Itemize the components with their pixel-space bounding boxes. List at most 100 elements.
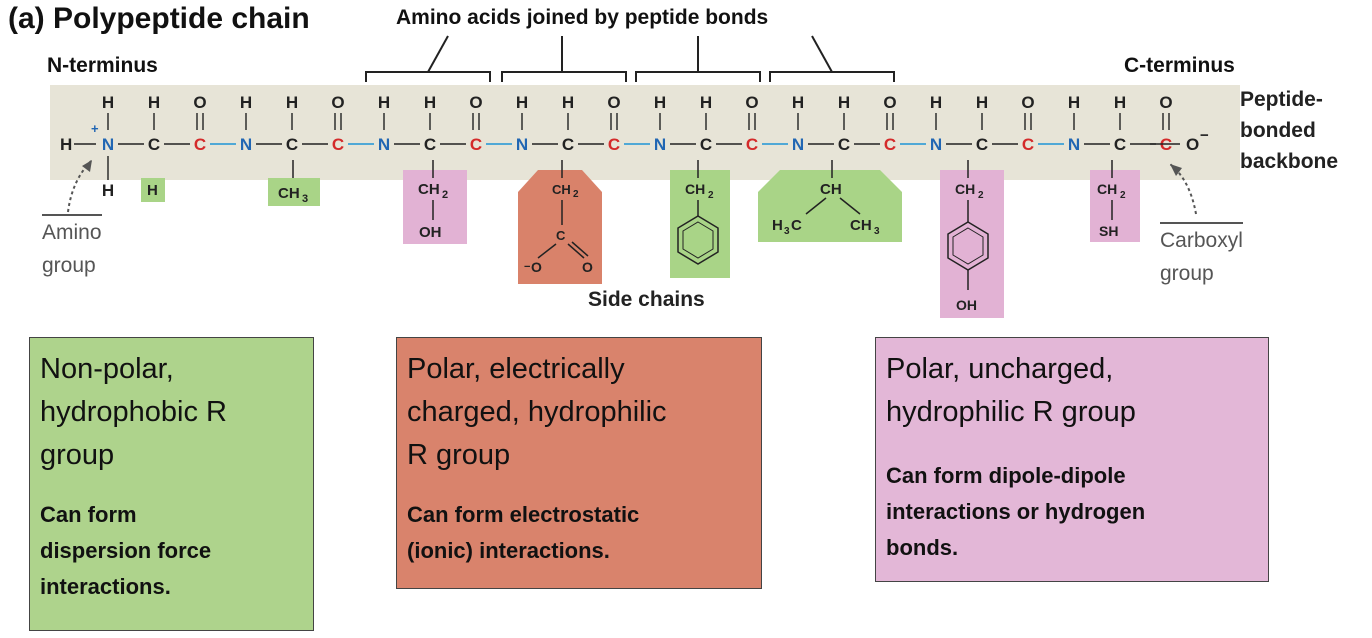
asp-bond-5 bbox=[571, 241, 589, 257]
val-ch3: CH bbox=[850, 217, 872, 234]
res-6-c: C bbox=[884, 135, 896, 154]
val-h3c-c: C bbox=[791, 217, 802, 234]
polar-title-line-1: Polar, uncharged, bbox=[886, 353, 1114, 385]
phe-ring-inner bbox=[682, 221, 714, 259]
c-terminal-minus: − bbox=[1200, 127, 1209, 144]
n-terminal-h: H bbox=[60, 135, 72, 154]
charged-box-title: Polar, electrically charged, hydrophilic… bbox=[407, 348, 751, 477]
charged-title-line-3: R group bbox=[407, 439, 511, 471]
cys-sidechain-bg bbox=[1090, 170, 1140, 242]
tyr-ch: CH bbox=[955, 181, 975, 197]
ser-ch: CH bbox=[418, 181, 440, 198]
res-8-n-h-top: H bbox=[1068, 93, 1080, 112]
bracket-1 bbox=[365, 71, 491, 82]
res-5-ca-h: H bbox=[700, 93, 712, 112]
res-7-c: C bbox=[1022, 135, 1034, 154]
polar-desc-line-2: interactions or hydrogen bbox=[886, 499, 1146, 524]
amino-group-label: Amino group bbox=[42, 214, 102, 282]
backbone-label: Peptide- bonded backbone bbox=[1240, 84, 1338, 177]
cys-ch: CH bbox=[1097, 181, 1117, 197]
charged-title-line-2: charged, hydrophilic bbox=[407, 396, 667, 428]
backbone-label-line-3: backbone bbox=[1240, 150, 1339, 173]
res-8-ca: C bbox=[1114, 135, 1126, 154]
polar-desc-line-1: Can form dipole-dipole bbox=[886, 463, 1126, 488]
nonpolar-title-line-3: group bbox=[40, 439, 115, 471]
residue-brackets bbox=[365, 35, 895, 82]
res-6-n: N bbox=[792, 135, 804, 154]
phe-sub2: 2 bbox=[708, 190, 714, 201]
charged-desc-line-1: Can form electrostatic bbox=[407, 502, 640, 527]
res-4-n: N bbox=[516, 135, 528, 154]
res-7-n: N bbox=[930, 135, 942, 154]
nonpolar-title-line-1: Non-polar, bbox=[40, 353, 174, 385]
ala-sub3: 3 bbox=[302, 193, 308, 205]
nonpolar-desc-line-2: dispersion force bbox=[40, 538, 212, 563]
gly-sidechain-bg bbox=[141, 178, 165, 202]
nonpolar-box-desc: Can form dispersion force interactions. bbox=[40, 497, 303, 605]
res-8-ca-h: H bbox=[1114, 93, 1126, 112]
n-terminal-plus: + bbox=[91, 121, 99, 136]
carboxyl-group-arrow bbox=[1169, 163, 1197, 215]
res-3-ca: C bbox=[424, 135, 436, 154]
backbone-label-line-1: Peptide- bbox=[1240, 88, 1323, 111]
res-5-o: O bbox=[745, 93, 758, 112]
figure-title: (a) Polypeptide chain bbox=[8, 2, 310, 35]
res-3-ca-h: H bbox=[424, 93, 436, 112]
phe-ring bbox=[677, 215, 719, 265]
carboxyl-group-label: Carboxyl group bbox=[1160, 222, 1243, 290]
val-h3c-sub: 3 bbox=[784, 226, 790, 237]
val-bond-2 bbox=[805, 197, 827, 215]
res-4-ca-h: H bbox=[562, 93, 574, 112]
res-4-n-h-top: H bbox=[516, 93, 528, 112]
n-terminal-group: H + bbox=[60, 121, 99, 154]
carboxyl-group-line-1: Carboxyl bbox=[1160, 222, 1243, 257]
cys-sub2: 2 bbox=[1120, 190, 1126, 201]
res-6-ca-h: H bbox=[838, 93, 850, 112]
asp-c: C bbox=[556, 228, 566, 243]
res-1-ca-h: H bbox=[148, 93, 160, 112]
gly-h: H bbox=[147, 182, 158, 199]
carboxyl-group-line-2: group bbox=[1160, 262, 1214, 285]
res-6-ca: C bbox=[838, 135, 850, 154]
res-3-n-h-top: H bbox=[378, 93, 390, 112]
charged-desc-line-2: (ionic) interactions. bbox=[407, 538, 610, 563]
asp-bond-4 bbox=[567, 243, 585, 259]
ser-sub2: 2 bbox=[442, 189, 448, 201]
nonpolar-title-line-2: hydrophobic R bbox=[40, 396, 227, 428]
asp-o-minus: O bbox=[531, 259, 542, 275]
res-1-n-h-bottom: H bbox=[102, 181, 114, 200]
backbone-background bbox=[50, 85, 1240, 180]
res-1-c: C bbox=[194, 135, 206, 154]
nonpolar-desc-line-3: interactions. bbox=[40, 574, 171, 599]
res-1-n-h-top: H bbox=[102, 93, 114, 112]
bracket-4-pointer bbox=[811, 35, 833, 73]
side-chains-label: Side chains bbox=[588, 288, 705, 311]
res-7-o: O bbox=[1021, 93, 1034, 112]
bracket-2 bbox=[501, 71, 627, 82]
c-terminus-label: C-terminus bbox=[1124, 54, 1235, 77]
amino-group-line-2: group bbox=[42, 254, 96, 277]
res-7-ca: C bbox=[976, 135, 988, 154]
val-h3c-h: H bbox=[772, 217, 783, 234]
res-1-n: N bbox=[102, 135, 114, 154]
asp-sub2: 2 bbox=[573, 189, 579, 200]
res-3-c: C bbox=[470, 135, 482, 154]
res-5-n-h-top: H bbox=[654, 93, 666, 112]
nonpolar-box-title: Non-polar, hydrophobic R group bbox=[40, 348, 303, 477]
bracket-3 bbox=[635, 71, 761, 82]
charged-title-line-1: Polar, electrically bbox=[407, 353, 625, 385]
val-ch3-sub: 3 bbox=[874, 226, 880, 237]
polar-box: Polar, uncharged, hydrophilic R group Ca… bbox=[875, 337, 1269, 582]
polar-title-line-2: hydrophilic R group bbox=[886, 396, 1136, 428]
res-7-ca-h: H bbox=[976, 93, 988, 112]
tyr-ring-inner bbox=[952, 227, 984, 265]
res-1-o: O bbox=[193, 93, 206, 112]
polar-box-title: Polar, uncharged, hydrophilic R group bbox=[886, 348, 1258, 434]
res-5-ca: C bbox=[700, 135, 712, 154]
tyr-sidechain-bg bbox=[940, 170, 1004, 318]
nonpolar-desc-line-1: Can form bbox=[40, 502, 137, 527]
n-terminus-label: N-terminus bbox=[47, 54, 158, 77]
polar-box-desc: Can form dipole-dipole interactions or h… bbox=[886, 458, 1258, 566]
res-6-o: O bbox=[883, 93, 896, 112]
res-4-ca: C bbox=[562, 135, 574, 154]
